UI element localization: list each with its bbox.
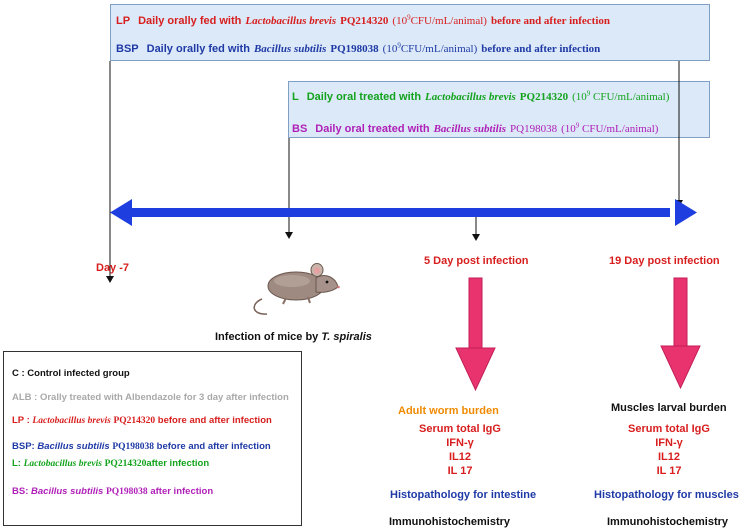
lp-tail: before and after infection (490, 15, 611, 27)
day5-assays: Serum total IgG IFN-γ IL12 IL 17 (395, 422, 525, 478)
bs-strain: Bacillus subtilis (433, 123, 507, 135)
l-dose-exp: 9 (586, 89, 591, 98)
legend-l: L: Lactobacillus brevis PQ214320after in… (12, 458, 209, 469)
muscles-larval-burden: Muscles larval burden (611, 402, 727, 414)
legend-alb: ALB : Orally treated with Albendazole fo… (12, 392, 289, 403)
bs-lead: Daily oral treated with (315, 123, 430, 135)
pre-post-treatment-box (110, 4, 710, 61)
lp-dose-open: (10 (392, 15, 408, 27)
legend-lp: LP : Lactobacillus brevis PQ214320 befor… (12, 415, 272, 426)
l-code: L (292, 91, 299, 103)
legend-bs-strain: Bacillus subtilis (31, 486, 104, 497)
lp-dose-exp: 9 (407, 13, 411, 22)
bs-accession: PQ198038 (510, 123, 558, 135)
legend-lp-strain: Lactobacillus brevis (32, 416, 111, 426)
l-strain: Lactobacillus brevis (425, 91, 516, 103)
day19-assay-il12: IL12 (657, 451, 680, 463)
bsp-condition-line: BSP Daily orally fed with Bacillus subti… (116, 39, 600, 57)
legend-bs-code: BS: (12, 486, 29, 497)
bs-code: BS (292, 123, 308, 135)
lp-lead: Daily orally fed with (138, 15, 242, 27)
infection-text: Infection of mice by (215, 331, 319, 343)
day5-histopathology: Histopathology for intestine (390, 489, 537, 501)
l-condition-line: L Daily oral treated with Lactobacillus … (292, 87, 669, 105)
bsp-lead: Daily orally fed with (146, 43, 250, 55)
legend-l-accession: PQ214320 (104, 459, 147, 469)
group-legend: C : Control infected group ALB : Orally … (3, 351, 302, 526)
bsp-dose-exp: 9 (397, 41, 401, 50)
bs-dose-exp: 9 (575, 121, 580, 130)
timeline-arrow (110, 199, 697, 226)
legend-bsp-tail: before and after infection (156, 441, 271, 452)
legend-lp-code: LP : (12, 415, 30, 426)
lp-dose-close: CFU/mL/animal) (410, 15, 487, 27)
bsp-strain: Bacillus subtilis (253, 43, 327, 55)
day19-label: 19 Day post infection (609, 255, 720, 267)
bs-dose-open: (10 (561, 123, 576, 135)
day5-assay-il17: IL 17 (447, 465, 473, 477)
day5-assay-il12: IL12 (448, 451, 471, 463)
legend-bsp-accession: PQ198038 (112, 442, 155, 452)
bs-condition-line: BS Daily oral treated with Bacillus subt… (292, 119, 658, 137)
legend-bsp-code: BSP: (12, 441, 35, 452)
lp-strain: Lactobacillus brevis (245, 15, 337, 27)
bsp-accession: PQ198038 (330, 43, 379, 55)
legend-bs: BS: Bacillus subtilis PQ198038 after inf… (12, 486, 213, 497)
day19-assay-il17: IL 17 (656, 465, 682, 477)
legend-lp-tail: before and after infection (157, 415, 272, 426)
bsp-dose-close: CFU/mL/animal) (400, 43, 478, 55)
day19-assay-igg: Serum total IgG (628, 423, 710, 435)
legend-l-tail: after infection (146, 458, 210, 469)
bsp-dose-open: (10 (382, 43, 398, 55)
mouse-icon (253, 263, 340, 315)
legend-bs-tail: after infection (150, 486, 214, 497)
infection-species: T. spiralis (321, 331, 372, 343)
day5-assay-ifn: IFN-γ (446, 437, 474, 449)
legend-lp-accession: PQ214320 (113, 416, 156, 426)
day5-label: 5 Day post infection (424, 255, 529, 267)
legend-bsp-strain: Bacillus subtilis (37, 441, 110, 452)
legend-l-code: L: (12, 458, 21, 469)
post-treatment-box (288, 81, 710, 138)
legend-c: C : Control infected group (12, 368, 130, 379)
day5-pink-arrow (455, 277, 496, 392)
legend-bs-accession: PQ198038 (105, 487, 148, 497)
adult-worm-burden: Adult worm burden (398, 405, 499, 417)
l-accession: PQ214320 (519, 91, 569, 103)
day19-histopathology: Histopathology for muscles (594, 489, 739, 501)
l-lead: Daily oral treated with (306, 91, 422, 103)
day5-immunohistochemistry: Immunohistochemistry (389, 516, 511, 528)
infection-label: Infection of mice by T. spiralis (215, 331, 372, 343)
day19-immunohistochemistry: Immunohistochemistry (607, 516, 729, 528)
l-dose-close: CFU/mL/animal) (593, 91, 670, 103)
day-minus7-label: Day -7 (96, 262, 130, 274)
l-dose-open: (10 (572, 91, 587, 103)
lp-code: LP (116, 15, 131, 27)
lp-accession: PQ214320 (340, 15, 389, 27)
bsp-code: BSP (116, 43, 139, 55)
legend-bsp: BSP: Bacillus subtilis PQ198038 before a… (12, 441, 271, 452)
day5-assay-igg: Serum total IgG (419, 423, 501, 435)
lp-condition-line: LP Daily orally fed with Lactobacillus b… (116, 11, 610, 29)
day19-pink-arrow (660, 277, 701, 390)
bsp-tail: before and after infection (481, 43, 601, 55)
legend-l-strain: Lactobacillus brevis (23, 459, 102, 469)
bs-dose-close: CFU/mL/animal) (582, 123, 659, 135)
day19-assay-ifn: IFN-γ (655, 437, 683, 449)
day19-assays: Serum total IgG IFN-γ IL12 IL 17 (604, 422, 734, 478)
